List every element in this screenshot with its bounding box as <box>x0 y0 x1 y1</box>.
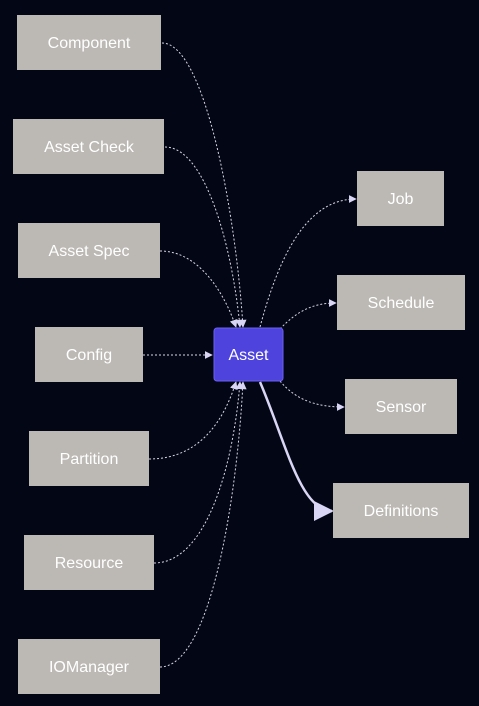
edge-asset-definitions <box>258 381 334 521</box>
node-component-label: Component <box>48 35 131 52</box>
output-edges <box>258 195 357 521</box>
node-resource-label: Resource <box>55 555 124 572</box>
node-iomanager[interactable]: IOManager <box>18 639 160 694</box>
node-asset[interactable]: Asset <box>213 327 284 382</box>
node-schedule-label: Schedule <box>368 295 435 312</box>
input-nodes: Component Asset Check Asset Spec Config … <box>13 15 164 694</box>
edge-asset-job <box>259 195 357 328</box>
edge-asset-schedule <box>279 299 337 330</box>
node-resource[interactable]: Resource <box>24 535 154 590</box>
node-iomanager-label: IOManager <box>49 659 130 676</box>
node-config-label: Config <box>66 347 112 364</box>
node-sensor-label: Sensor <box>376 399 427 416</box>
node-definitions[interactable]: Definitions <box>333 483 469 538</box>
node-partition-label: Partition <box>60 451 119 468</box>
node-asset-spec[interactable]: Asset Spec <box>18 223 160 278</box>
node-asset-check-label: Asset Check <box>44 139 135 156</box>
output-nodes: Job Schedule Sensor Definitions <box>333 171 469 538</box>
node-schedule[interactable]: Schedule <box>337 275 465 330</box>
edge-iomanager-asset <box>159 381 247 668</box>
node-definitions-label: Definitions <box>364 503 439 520</box>
edge-component-asset <box>161 42 247 328</box>
edge-resource-asset <box>153 381 244 564</box>
edge-asset-check-asset <box>164 146 244 328</box>
edge-asset-spec-asset <box>159 250 238 328</box>
node-asset-label: Asset <box>228 347 269 364</box>
node-job[interactable]: Job <box>357 171 444 226</box>
input-edges <box>143 42 247 668</box>
node-job-label: Job <box>388 191 414 208</box>
node-sensor[interactable]: Sensor <box>345 379 457 434</box>
node-asset-spec-label: Asset Spec <box>49 243 130 260</box>
edge-partition-asset <box>148 381 238 460</box>
edge-asset-sensor <box>279 380 345 411</box>
node-component[interactable]: Component <box>17 15 161 70</box>
node-partition[interactable]: Partition <box>29 431 149 486</box>
node-asset-check[interactable]: Asset Check <box>13 119 164 174</box>
node-config[interactable]: Config <box>35 327 143 382</box>
